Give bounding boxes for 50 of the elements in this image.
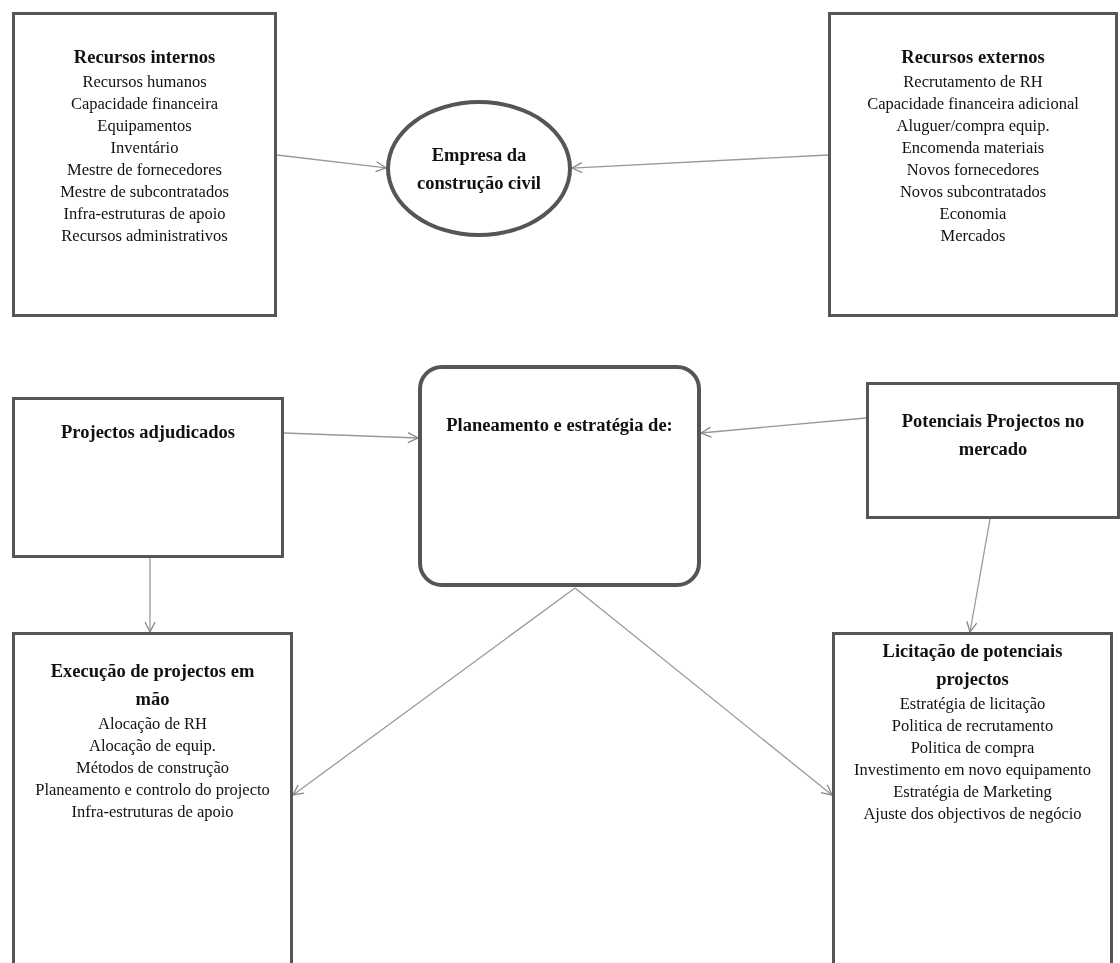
- planning-box: [418, 365, 701, 587]
- project-box: [866, 382, 1120, 519]
- arrow: [966, 518, 991, 633]
- box-heading: Potenciais Projectos no mercado: [900, 410, 1086, 461]
- resource-box: [828, 12, 1118, 317]
- project-box: [12, 397, 284, 558]
- list-item: Ajuste dos objectivos de negócio: [863, 803, 1082, 825]
- list-item: Mercados: [940, 225, 1006, 247]
- box-heading: Projectos adjudicados: [61, 421, 235, 444]
- box-heading: Execução de projectos em mão: [49, 660, 256, 711]
- arrow: [283, 432, 419, 444]
- box-heading: Recursos internos: [73, 46, 216, 69]
- list-item: Capacidade financeira adicional: [867, 93, 1079, 115]
- list-item: Métodos de construção: [75, 757, 229, 779]
- list-item: Investimento em novo equipamento: [854, 759, 1091, 781]
- list-item: Economia: [939, 203, 1007, 225]
- list-item: Inventário: [110, 137, 179, 159]
- list-item: Politica de recrutamento: [891, 715, 1054, 737]
- list-item: Recursos administrativos: [61, 225, 228, 247]
- arrow: [574, 587, 833, 796]
- arrow: [144, 557, 156, 633]
- list-item: Infra-estruturas de apoio: [71, 801, 234, 823]
- list-item: Equipamentos: [97, 115, 192, 137]
- arrow: [292, 587, 576, 796]
- resource-box: [12, 12, 277, 317]
- box-heading: Recursos externos: [901, 46, 1045, 69]
- box-heading: Empresa da construção civil: [416, 143, 542, 195]
- list-item: Capacidade financeira: [70, 93, 218, 115]
- list-item: Estratégia de Marketing: [893, 781, 1052, 803]
- arrow: [276, 154, 387, 173]
- list-item: Novos fornecedores: [906, 159, 1040, 181]
- list-item: Mestre de subcontratados: [60, 181, 229, 203]
- activity-box: [832, 632, 1113, 963]
- list-item: Aluguer/compra equip.: [896, 115, 1050, 137]
- list-item: Politica de compra: [910, 737, 1035, 759]
- box-heading: Licitação de potenciais projectos: [881, 640, 1064, 691]
- list-item: Encomenda materiais: [901, 137, 1045, 159]
- arrow: [571, 154, 829, 174]
- arrow: [700, 417, 867, 438]
- list-item: Estratégia de licitação: [899, 693, 1046, 715]
- list-item: Alocação de RH: [97, 713, 207, 735]
- list-item: Mestre de fornecedores: [67, 159, 222, 181]
- list-item: Planeamento e controlo do projecto: [35, 779, 270, 801]
- box-heading: Planeamento e estratégia de:: [446, 414, 673, 437]
- list-item: Recrutamento de RH: [903, 71, 1043, 93]
- list-item: Infra-estruturas de apoio: [63, 203, 226, 225]
- list-item: Recursos humanos: [82, 71, 207, 93]
- activity-box: [12, 632, 293, 963]
- list-item: Novos subcontratados: [899, 181, 1047, 203]
- list-item: Alocação de equip.: [89, 735, 216, 757]
